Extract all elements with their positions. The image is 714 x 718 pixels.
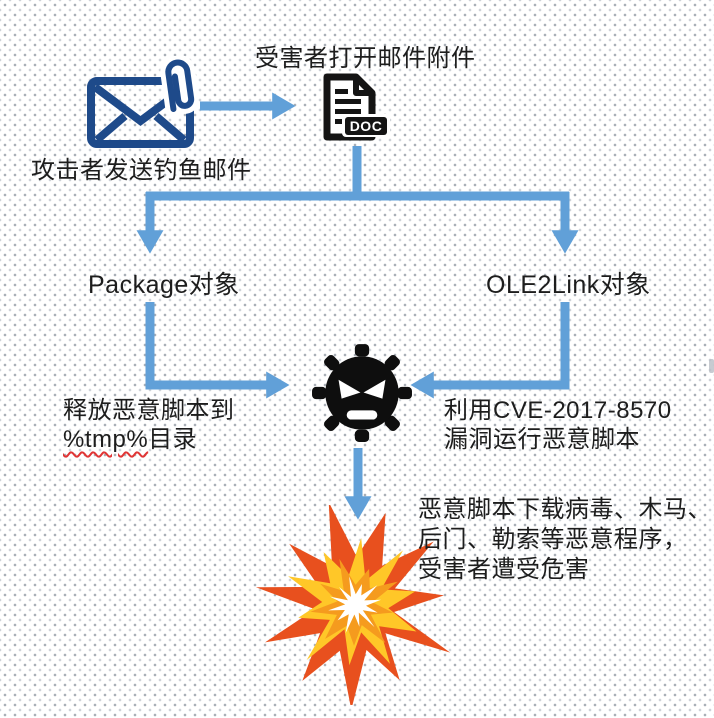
svg-text:DOC: DOC xyxy=(350,118,383,134)
exploit-line2: 漏洞运行恶意脚本 xyxy=(444,426,640,453)
label-ole2link-object: OLE2Link对象 xyxy=(486,271,651,299)
doc-file-icon: DOC xyxy=(323,73,390,141)
virus-icon xyxy=(312,344,412,442)
label-attacker-sends-phishing-email: 攻击者发送钓鱼邮件 xyxy=(31,157,252,184)
arrow-ole2link-to-virus xyxy=(410,302,570,399)
impact-line2: 后门、勒索等恶意程序， xyxy=(418,526,688,553)
arrow-package-to-virus xyxy=(145,302,290,399)
label-package-object: Package对象 xyxy=(88,271,240,299)
doc-badge: DOC xyxy=(342,114,390,137)
impact-line3: 受害者遭受危害 xyxy=(418,556,590,583)
label-impact-description: 恶意脚本下载病毒、木马、 后门、勒索等恶意程序， 受害者遭受危害 xyxy=(418,495,712,585)
label-exploit-cve-2017-8570: 利用CVE-2017-8570 漏洞运行恶意脚本 xyxy=(444,396,672,454)
tmp-path-text: %tmp% xyxy=(63,426,149,453)
edge-artifact xyxy=(709,359,714,373)
virus-left-eye xyxy=(338,379,361,399)
virus-mouth xyxy=(346,410,378,420)
tmp-dir-text: 目录 xyxy=(148,426,198,453)
label-victim-opens-attachment: 受害者打开邮件附件 xyxy=(255,45,476,72)
explosion-layer-explosion_core xyxy=(328,576,381,634)
virus-knobs xyxy=(312,344,412,442)
email-with-paperclip-icon xyxy=(87,56,197,148)
virus-right-eye xyxy=(363,379,386,399)
drop-line1: 释放恶意脚本到 xyxy=(63,397,235,424)
impact-line1: 恶意脚本下载病毒、木马、 xyxy=(418,496,712,523)
exploit-line1: 利用CVE-2017-8570 xyxy=(444,397,672,424)
explosion-icon xyxy=(255,505,451,705)
label-drop-script-to-tmp: 释放恶意脚本到 %tmp%目录 xyxy=(63,396,235,454)
drop-line2: %tmp%目录 xyxy=(63,425,235,454)
